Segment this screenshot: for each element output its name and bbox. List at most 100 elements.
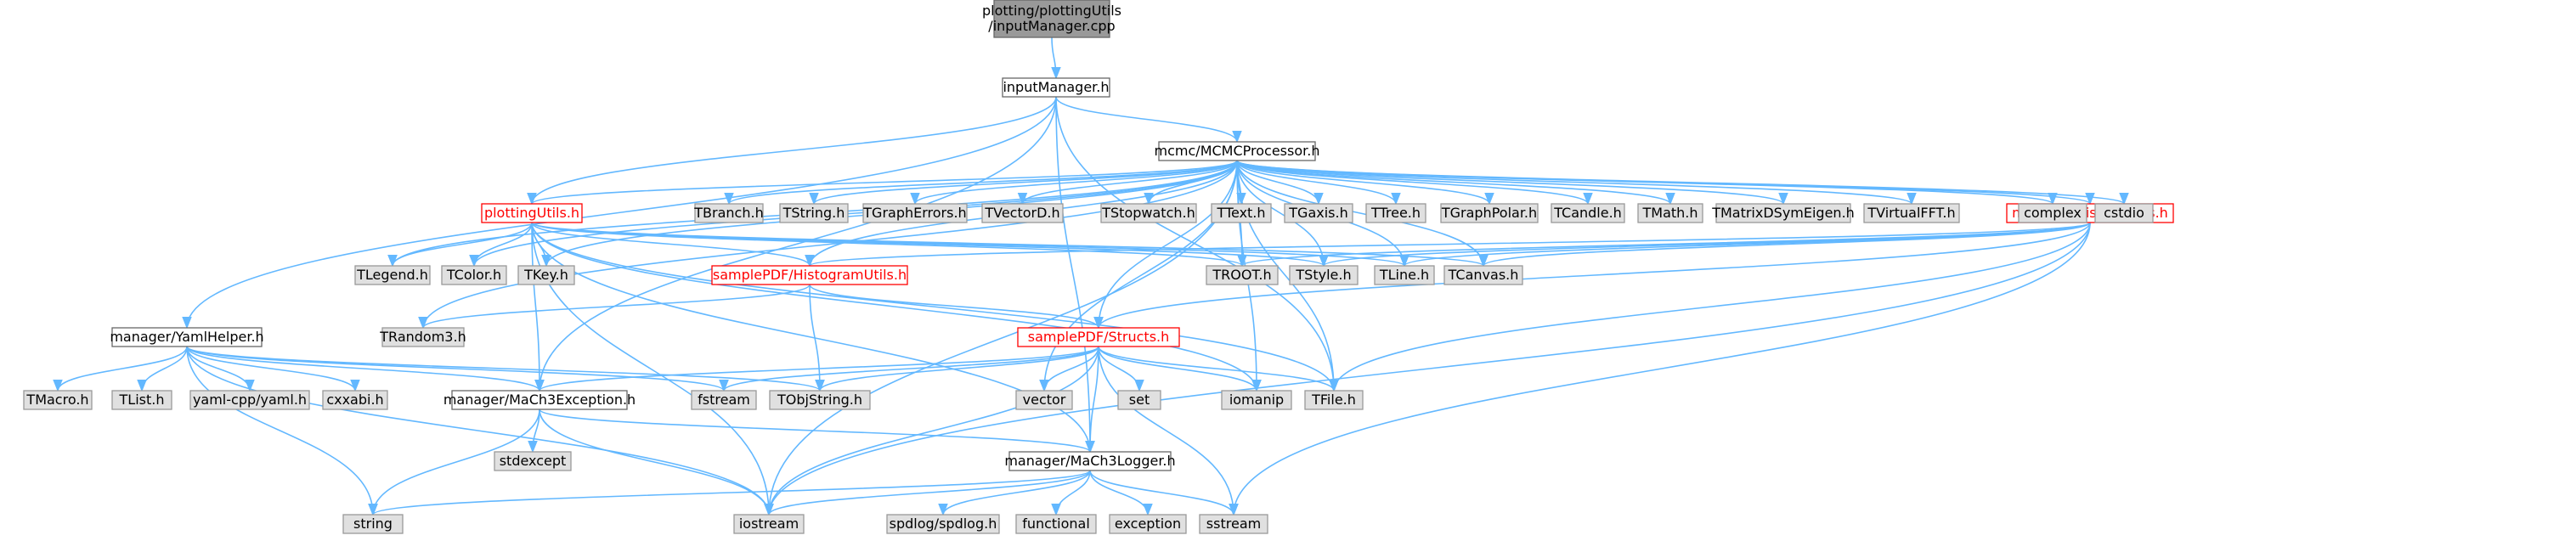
node-label: cxxabi.h	[326, 392, 383, 408]
node-box	[733, 514, 805, 534]
node-box	[441, 265, 507, 285]
node-label: TMatrixDSymEigen.h	[1711, 205, 1855, 221]
node-complex: complex	[2018, 203, 2087, 223]
node-box	[2094, 203, 2154, 223]
node-TString: TString.h	[779, 203, 849, 223]
node-label: spdlog/spdlog.h	[890, 516, 997, 532]
node-box	[1211, 203, 1272, 223]
node-box	[1715, 203, 1851, 223]
node-plottingUtils[interactable]: plottingUtils.h	[481, 203, 583, 223]
node-TCandle: TCandle.h	[1551, 203, 1625, 223]
edge-mcmcProc-to-TRandom3	[418, 160, 1238, 330]
edge-mcmcProc-to-TGraphErrors	[910, 160, 1238, 206]
node-label: complex	[2024, 205, 2082, 221]
edge-structs-to-TFile	[1098, 346, 1339, 392]
node-label: sstream	[1206, 516, 1261, 532]
edge-mach3Exc-to-mach3Log	[539, 409, 1095, 454]
node-label: TTree.h	[1370, 205, 1421, 221]
node-label: TFile.h	[1311, 392, 1356, 408]
node-label: TVirtualFFT.h	[1867, 205, 1955, 221]
edge-mcmcProc-to-plottingUtils	[527, 160, 1238, 206]
edge-mcmcProc-to-statUtils	[1236, 160, 2095, 206]
node-functional: functional	[1015, 514, 1097, 534]
node-mach3Log[interactable]: manager/MaCh3Logger.h	[1004, 451, 1176, 471]
node-label: iomanip	[1229, 392, 1284, 408]
node-inputManager[interactable]: inputManager.h	[1002, 77, 1110, 98]
edge-mcmcProc-to-TBranch	[724, 160, 1238, 206]
node-TGraphPolar: TGraphPolar.h	[1440, 203, 1539, 223]
node-label: TVectorD.h	[984, 205, 1059, 221]
node-label: TCanvas.h	[1448, 267, 1519, 283]
node-histUtils[interactable]: samplePDF/HistogramUtils.h	[711, 265, 908, 285]
node-box	[769, 390, 871, 410]
node-label: TColor.h	[446, 267, 501, 283]
edge-plottingUtils-to-TLegend	[387, 222, 533, 268]
node-label: TObjString.h	[777, 392, 862, 408]
edge-mcmcProc-to-TColor	[469, 160, 1238, 268]
node-box	[1443, 265, 1523, 285]
node-TMatrixDSymEigen: TMatrixDSymEigen.h	[1711, 203, 1855, 223]
node-label: plottingUtils.h	[484, 205, 579, 221]
edge-mach3Exc-to-iostream	[539, 409, 774, 516]
edge-mcmcProc-to-TVirtualFFT	[1236, 160, 1917, 206]
node-box	[381, 327, 465, 347]
node-label: functional	[1022, 516, 1090, 532]
node-TKey: TKey.h	[517, 265, 575, 285]
edge-root-to-inputManager	[1051, 37, 1061, 80]
node-TCanvas: TCanvas.h	[1443, 265, 1523, 285]
edge-yamlHelper-to-TObjString	[186, 346, 825, 392]
node-TObjString: TObjString.h	[769, 390, 871, 410]
edge-inputManager-to-yamlHelper	[182, 96, 1057, 330]
node-label: cstdio	[2104, 205, 2144, 221]
node-box	[1109, 514, 1187, 534]
node-box	[993, 0, 1110, 38]
node-box	[1304, 390, 1364, 410]
edge-yamlHelper-to-cxxabi	[186, 346, 360, 392]
node-box	[694, 203, 764, 223]
node-label: set	[1129, 392, 1150, 408]
edge-plottingUtils-to-mach3Exc	[531, 222, 545, 392]
node-box	[111, 327, 263, 347]
node-root: plotting/plottingUtils/inputManager.cpp	[982, 0, 1121, 38]
node-TColor: TColor.h	[441, 265, 507, 285]
edge-mcmcProc-to-TGaxis	[1236, 160, 1324, 206]
edge-inputManager-to-plottingUtils	[527, 96, 1057, 206]
edge-plottingUtils-to-iomanip	[531, 222, 1262, 392]
node-box	[517, 265, 575, 285]
node-box	[1206, 265, 1279, 285]
node-TStyle: TStyle.h	[1289, 265, 1359, 285]
node-label: manager/MaCh3Exception.h	[443, 392, 636, 408]
edge-mach3Log-to-string	[368, 470, 1091, 516]
node-label: TMacro.h	[25, 392, 88, 408]
edge-inputManager-to-mach3Exc	[534, 96, 1057, 392]
node-label: TLine.h	[1379, 267, 1429, 283]
edge-mach3Log-to-exception	[1089, 470, 1153, 516]
node-yamlHelper[interactable]: manager/YamlHelper.h	[110, 327, 264, 347]
node-vector: vector	[1015, 390, 1073, 410]
edge-statUtils-to-structs	[1093, 222, 2091, 330]
node-TGraphErrors: TGraphErrors.h	[862, 203, 968, 223]
edge-yamlHelper-to-fstream	[186, 346, 729, 392]
node-label: TROOT.h	[1212, 267, 1271, 283]
node-label: inputManager.h	[1003, 79, 1109, 95]
node-TROOT: TROOT.h	[1206, 265, 1279, 285]
node-label: stdexcept	[500, 453, 567, 469]
edge-inputManager-to-TFile	[1055, 96, 1339, 392]
edge-mcmcProc-to-iostream	[764, 160, 1238, 516]
node-label: TStopwatch.h	[1101, 205, 1195, 221]
edge-yamlHelper-to-TMacro	[53, 346, 188, 392]
edge-plottingUtils-to-TROOT	[531, 222, 1247, 268]
node-mach3Exc[interactable]: manager/MaCh3Exception.h	[443, 390, 636, 410]
node-TMacro: TMacro.h	[23, 390, 93, 410]
node-label: TText.h	[1216, 205, 1265, 221]
node-mcmcProc[interactable]: mcmc/MCMCProcessor.h	[1155, 141, 1320, 161]
node-box	[1100, 203, 1197, 223]
node-label: TGaxis.h	[1288, 205, 1347, 221]
edge-structs-to-vector	[1039, 346, 1099, 392]
node-cxxabi: cxxabi.h	[322, 390, 388, 410]
node-label: exception	[1115, 516, 1181, 532]
edge-mcmcProc-to-TTree	[1236, 160, 1401, 206]
node-label: vector	[1023, 392, 1066, 408]
node-structs[interactable]: samplePDF/Structs.h	[1017, 327, 1180, 347]
